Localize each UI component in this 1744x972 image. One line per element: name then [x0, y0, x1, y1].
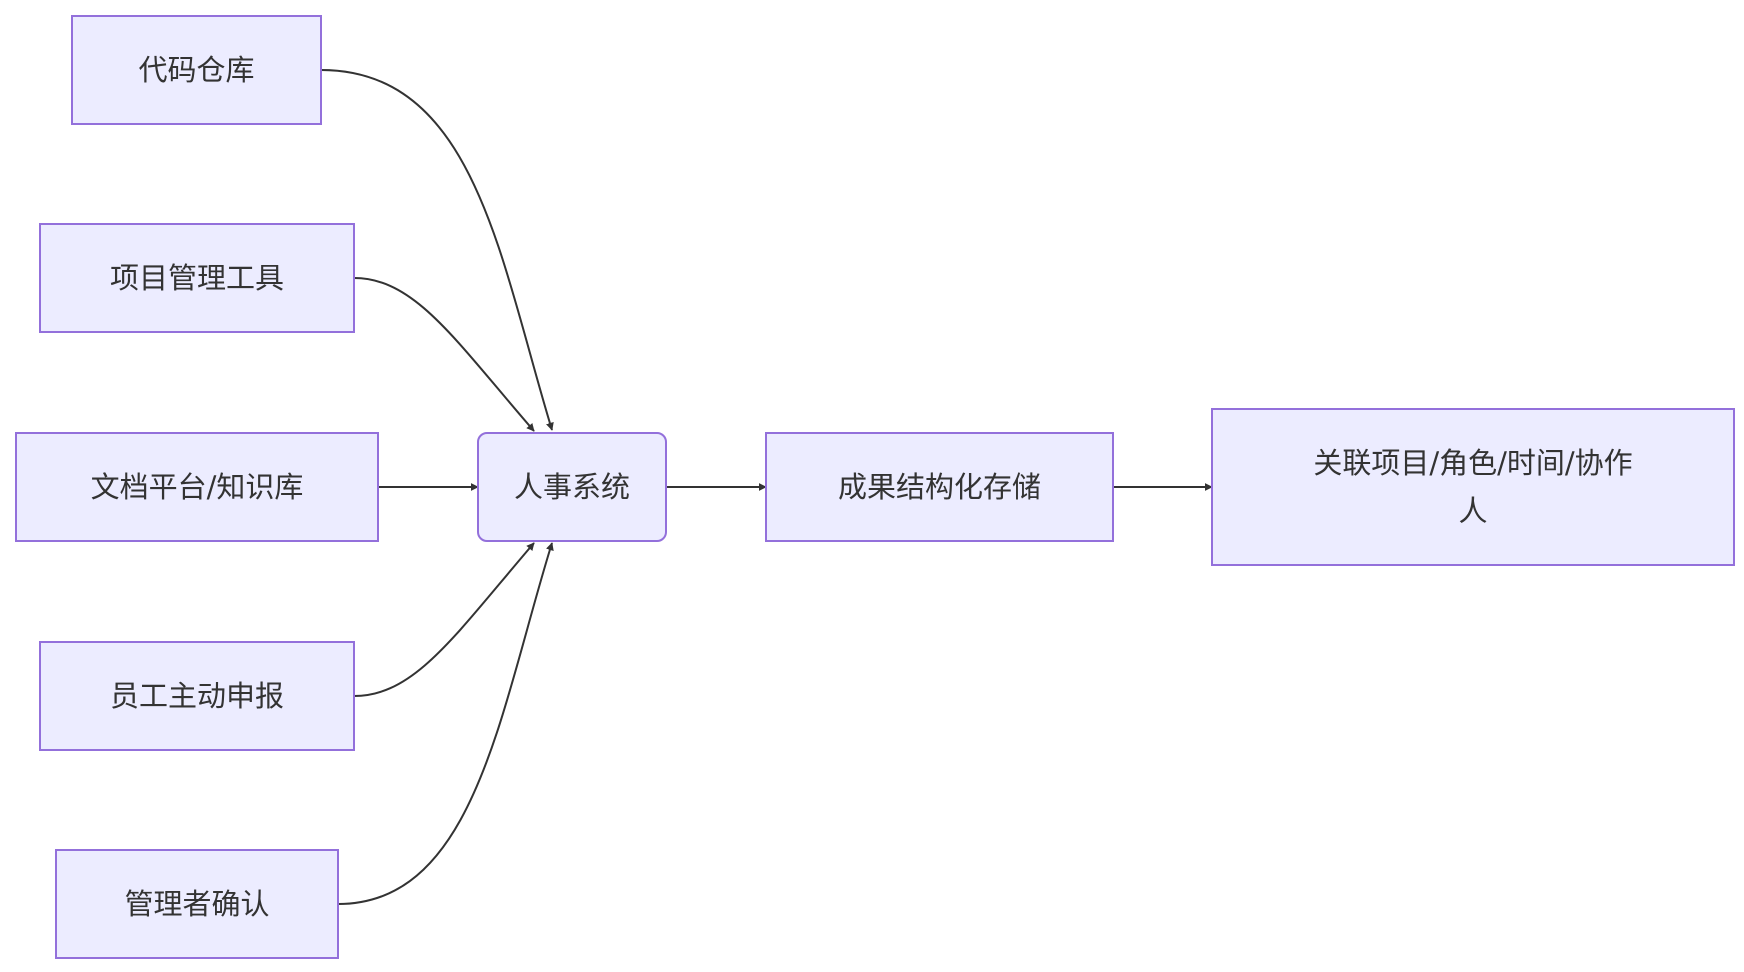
node-linkage[interactable]: 关联项目/角色/时间/协作 人: [1211, 408, 1735, 566]
node-code-repo-label: 代码仓库: [138, 53, 254, 87]
edge-manager-confirm-to-hr-system: [337, 542, 554, 905]
node-structured-storage[interactable]: 成果结构化存储: [765, 432, 1114, 542]
edge-self-report-to-hr-system: [353, 542, 535, 697]
node-pm-tools[interactable]: 项目管理工具: [39, 223, 355, 333]
node-manager-confirm-label: 管理者确认: [124, 887, 269, 921]
edge-code-repo-to-hr-system: [320, 69, 554, 431]
node-code-repo[interactable]: 代码仓库: [71, 15, 322, 125]
node-doc-platform[interactable]: 文档平台/知识库: [15, 432, 379, 542]
node-self-report[interactable]: 员工主动申报: [39, 641, 355, 751]
node-pm-tools-label: 项目管理工具: [110, 261, 284, 295]
node-structured-storage-label: 成果结构化存储: [838, 470, 1041, 504]
edge-pm-tools-to-hr-system: [353, 277, 535, 432]
node-hr-system-label: 人事系统: [514, 470, 630, 504]
node-hr-system[interactable]: 人事系统: [477, 432, 667, 542]
node-linkage-label-line-1: 关联项目/角色/时间/协作: [1313, 446, 1632, 480]
edges: [320, 69, 1213, 905]
node-doc-platform-label: 文档平台/知识库: [91, 470, 304, 504]
node-manager-confirm[interactable]: 管理者确认: [55, 849, 339, 959]
node-self-report-label: 员工主动申报: [110, 679, 284, 713]
node-linkage-label-line-2: 人: [1458, 494, 1487, 528]
